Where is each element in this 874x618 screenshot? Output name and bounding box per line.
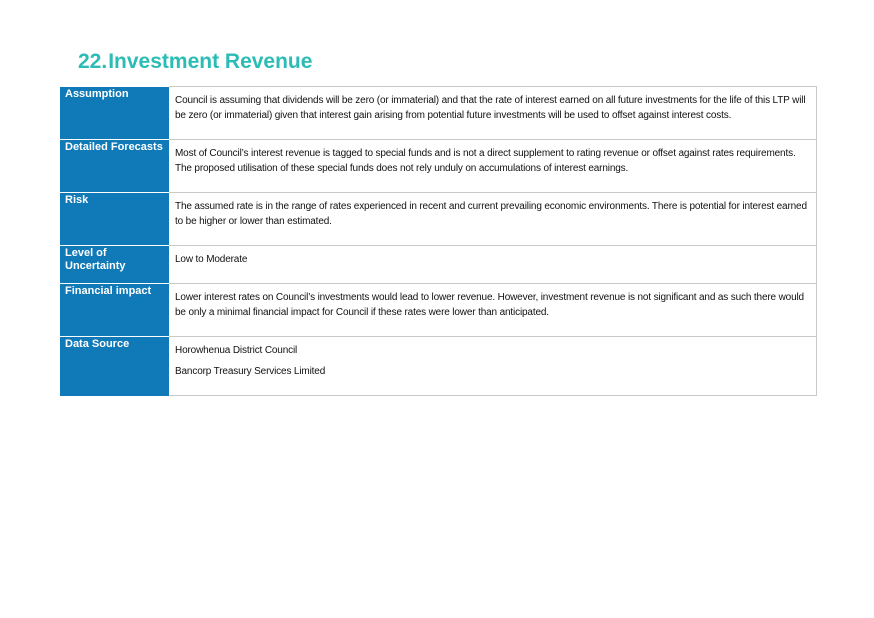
section-number: 22. bbox=[78, 50, 108, 73]
row-value-assumption: Council is assuming that dividends will … bbox=[169, 86, 817, 140]
data-source-item: Horowhenua District Council bbox=[175, 345, 298, 356]
row-label-level-of-uncertainty: Level of Uncertainty bbox=[60, 245, 169, 284]
row-value-text: Council is assuming that dividends will … bbox=[175, 95, 806, 121]
row-value-risk: The assumed rate is in the range of rate… bbox=[169, 192, 817, 246]
data-source-item: Bancorp Treasury Services Limited bbox=[175, 366, 326, 377]
table-row-detailed-forecasts: Detailed Forecasts Most of Council’s int… bbox=[60, 139, 817, 193]
row-value-detailed-forecasts: Most of Council’s interest revenue is ta… bbox=[169, 139, 817, 193]
row-label-assumption: Assumption bbox=[60, 86, 169, 140]
row-value-text: Most of Council’s interest revenue is ta… bbox=[175, 148, 796, 174]
row-value-level-of-uncertainty: Low to Moderate bbox=[169, 245, 817, 284]
row-value-text: The assumed rate is in the range of rate… bbox=[175, 201, 807, 227]
row-label-risk: Risk bbox=[60, 192, 169, 246]
table-row-level-of-uncertainty: Level of Uncertainty Low to Moderate bbox=[60, 245, 817, 284]
row-value-text: Lower interest rates on Council’s invest… bbox=[175, 292, 804, 318]
row-value-financial-impact: Lower interest rates on Council’s invest… bbox=[169, 283, 817, 337]
row-label-detailed-forecasts: Detailed Forecasts bbox=[60, 139, 169, 193]
row-label-data-source: Data Source bbox=[60, 336, 169, 396]
table-row-risk: Risk The assumed rate is in the range of… bbox=[60, 192, 817, 246]
table-row-assumption: Assumption Council is assuming that divi… bbox=[60, 86, 817, 140]
assumption-table: Assumption Council is assuming that divi… bbox=[60, 86, 817, 396]
table-row-data-source: Data Source Horowhenua District Council … bbox=[60, 336, 817, 396]
table-row-financial-impact: Financial impact Lower interest rates on… bbox=[60, 283, 817, 337]
section-heading: 22.Investment Revenue bbox=[78, 50, 312, 74]
row-value-text: Low to Moderate bbox=[175, 254, 248, 265]
section-title: Investment Revenue bbox=[108, 50, 313, 73]
row-label-financial-impact: Financial impact bbox=[60, 283, 169, 337]
row-value-data-source: Horowhenua District Council Bancorp Trea… bbox=[169, 336, 817, 396]
